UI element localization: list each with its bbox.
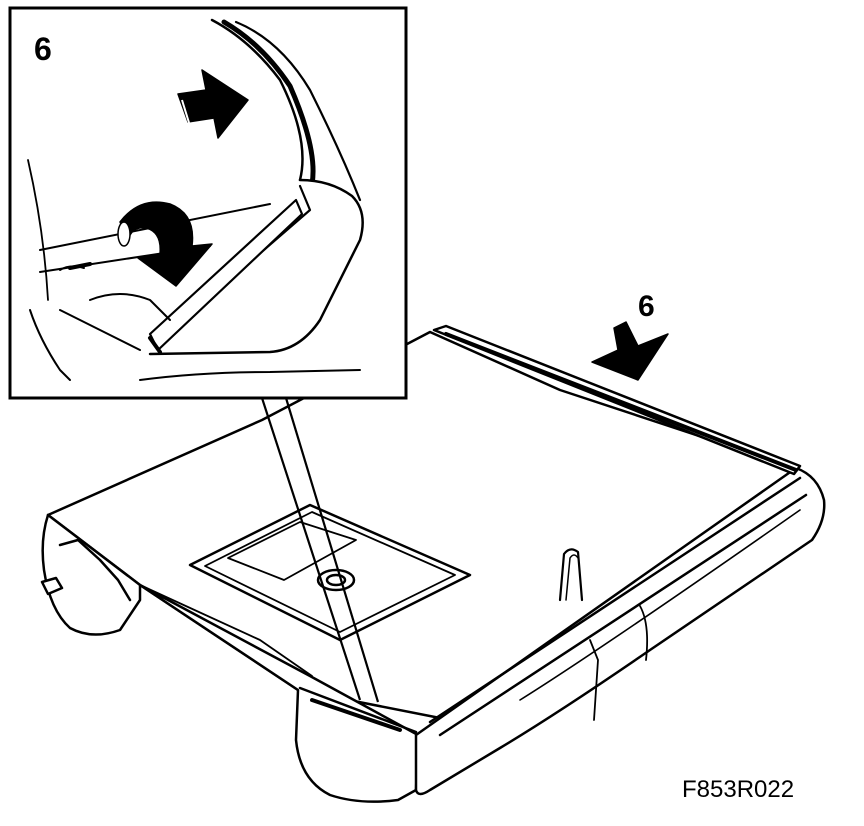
inset-backrest-edge xyxy=(210,18,304,182)
inset-rotate-arrow-icon xyxy=(119,201,213,287)
detail-inset: 6 xyxy=(8,6,408,400)
seat-cushion xyxy=(40,324,826,803)
inset-leader-lines xyxy=(260,397,380,703)
cushion-front-face-left xyxy=(138,583,420,803)
main-step-label: 6 xyxy=(638,290,655,323)
u-clip xyxy=(558,548,584,602)
inset-step-label: 6 xyxy=(34,31,52,67)
main-arrow-icon xyxy=(591,321,669,381)
inset-cushion-corner xyxy=(148,178,364,356)
figure-code: F853R022 xyxy=(682,776,794,803)
inset-push-arrow-icon xyxy=(177,69,249,139)
cushion-left-end xyxy=(41,513,142,636)
